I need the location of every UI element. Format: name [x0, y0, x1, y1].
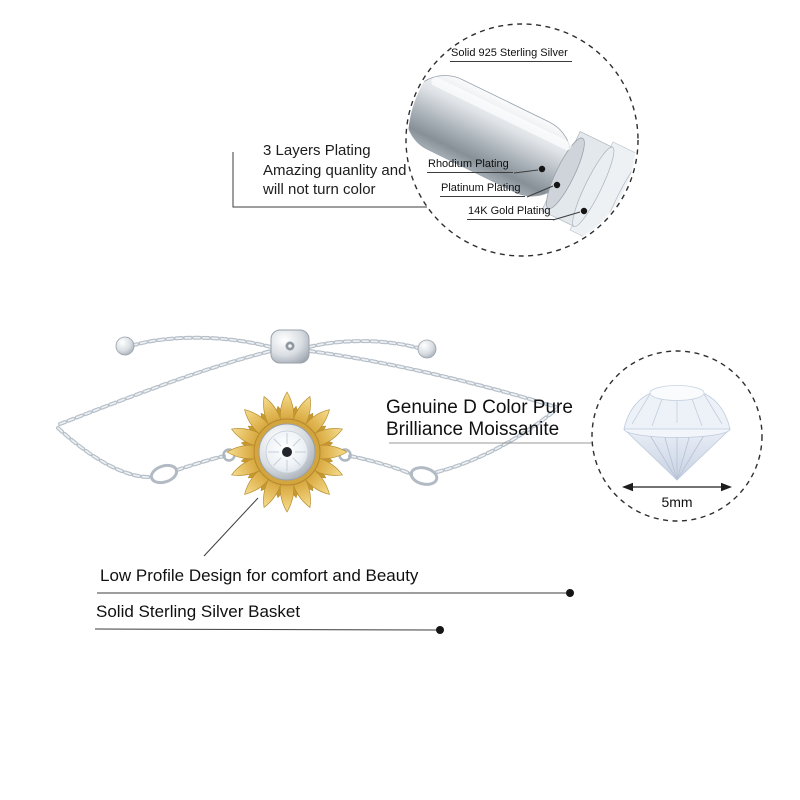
chain-loop-right: [409, 466, 439, 486]
stone-callout: Genuine D Color Pure Brilliance Moissani…: [386, 397, 573, 441]
stone-zoom-circle: [591, 350, 763, 522]
material-label: Solid 925 Sterling Silver: [450, 46, 572, 62]
size-arrow: [622, 482, 732, 492]
chain-loop-left: [149, 463, 179, 485]
plating-callout: 3 Layers Plating Amazing quanlity and wi…: [263, 141, 406, 200]
low-profile-diagonal: [203, 497, 259, 557]
plating-callout-line3: will not turn color: [263, 181, 376, 198]
stone-facets: [268, 433, 306, 471]
plating-callout-line: [232, 152, 427, 208]
platinum-dot: [553, 181, 561, 189]
basket-dot: [436, 626, 444, 634]
plating-zoom-circle: [405, 23, 639, 257]
rhodium-leader: [513, 169, 539, 174]
leader-lines: [94, 152, 592, 631]
gold-dot: [580, 207, 588, 215]
platinum-plating-label: Platinum Plating: [440, 181, 525, 197]
plating-callout-line2: Amazing quanlity and: [263, 161, 407, 179]
gold-leader: [552, 211, 581, 221]
moissanite-diagram: [623, 385, 731, 481]
gold-plating-label: 14K Gold Plating: [467, 204, 555, 220]
bead-left: [115, 336, 135, 356]
stone-callout-line2: Brilliance Moissanite: [386, 419, 560, 440]
bracelet-chain: [56, 335, 559, 486]
basket-underline: [94, 628, 437, 631]
low-profile-dot: [566, 589, 574, 597]
bead-right: [417, 339, 437, 359]
feature-basket: Solid Sterling Silver Basket: [96, 602, 301, 621]
slider-clasp: [270, 329, 310, 364]
platinum-leader: [526, 185, 554, 198]
stone-size-label: 5mm: [661, 494, 693, 510]
leader-dots: [436, 165, 588, 634]
sunflower-charm: [226, 391, 348, 513]
feature-low-profile: Low Profile Design for comfort and Beaut…: [100, 566, 419, 585]
rhodium-dot: [538, 165, 546, 173]
rhodium-plating-label: Rhodium Plating: [427, 157, 513, 173]
plating-callout-title: 3 Layers Plating: [263, 142, 371, 159]
stone-callout-line1: Genuine D Color Pure: [386, 397, 573, 418]
stone-center-dot: [282, 447, 292, 457]
bracelet-illustration: [56, 329, 559, 513]
